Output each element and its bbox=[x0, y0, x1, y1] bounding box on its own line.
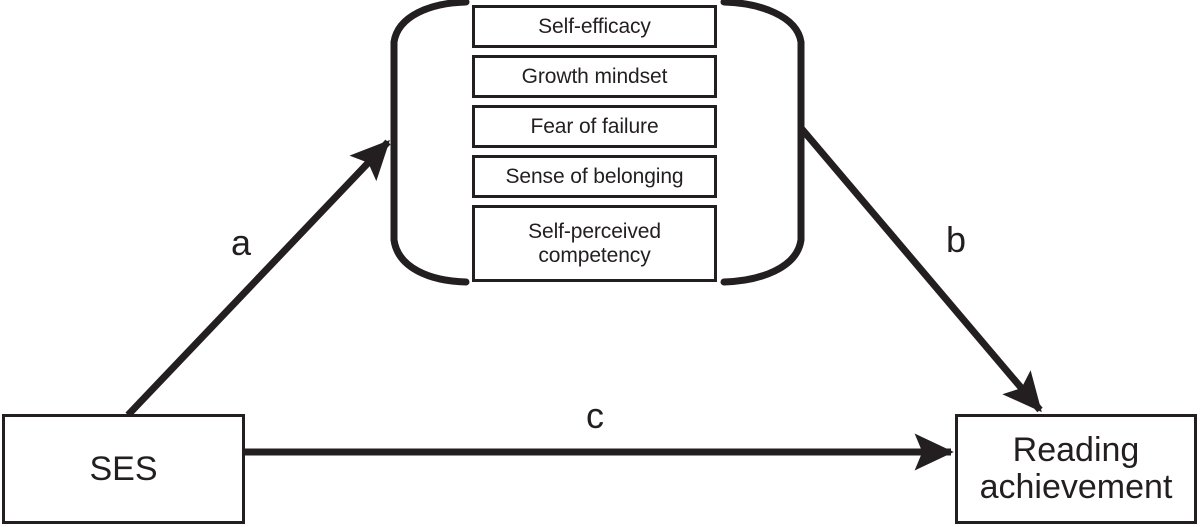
mediator-label: Growth mindset bbox=[521, 64, 668, 88]
ses-box[interactable]: SES bbox=[2, 414, 245, 524]
mediator-box-self-efficacy[interactable]: Self-efficacy bbox=[472, 5, 717, 48]
mediator-label: Self-perceived competency bbox=[528, 219, 661, 267]
reading-achievement-label: Reading achievement bbox=[979, 431, 1173, 506]
path-b-arrow bbox=[798, 125, 1043, 413]
mediator-box-sense-of-belonging[interactable]: Sense of belonging bbox=[472, 155, 717, 198]
mediator-label: Sense of belonging bbox=[505, 164, 684, 188]
ses-label: SES bbox=[89, 449, 158, 488]
mediator-box-fear-of-failure[interactable]: Fear of failure bbox=[472, 105, 717, 148]
mediator-box-self-perceived-competency[interactable]: Self-perceived competency bbox=[472, 205, 717, 282]
right-curly-bracket-icon bbox=[720, 0, 805, 286]
path-label-b: b bbox=[946, 219, 967, 260]
mediator-box-growth-mindset[interactable]: Growth mindset bbox=[472, 55, 717, 98]
mediator-label: Fear of failure bbox=[530, 114, 659, 138]
path-a-arrow bbox=[125, 139, 391, 418]
reading-achievement-box[interactable]: Reading achievement bbox=[955, 414, 1197, 524]
path-label-c: c bbox=[586, 395, 604, 436]
left-curly-bracket-icon bbox=[390, 0, 470, 286]
path-label-a: a bbox=[231, 222, 252, 263]
mediator-label: Self-efficacy bbox=[538, 14, 651, 38]
